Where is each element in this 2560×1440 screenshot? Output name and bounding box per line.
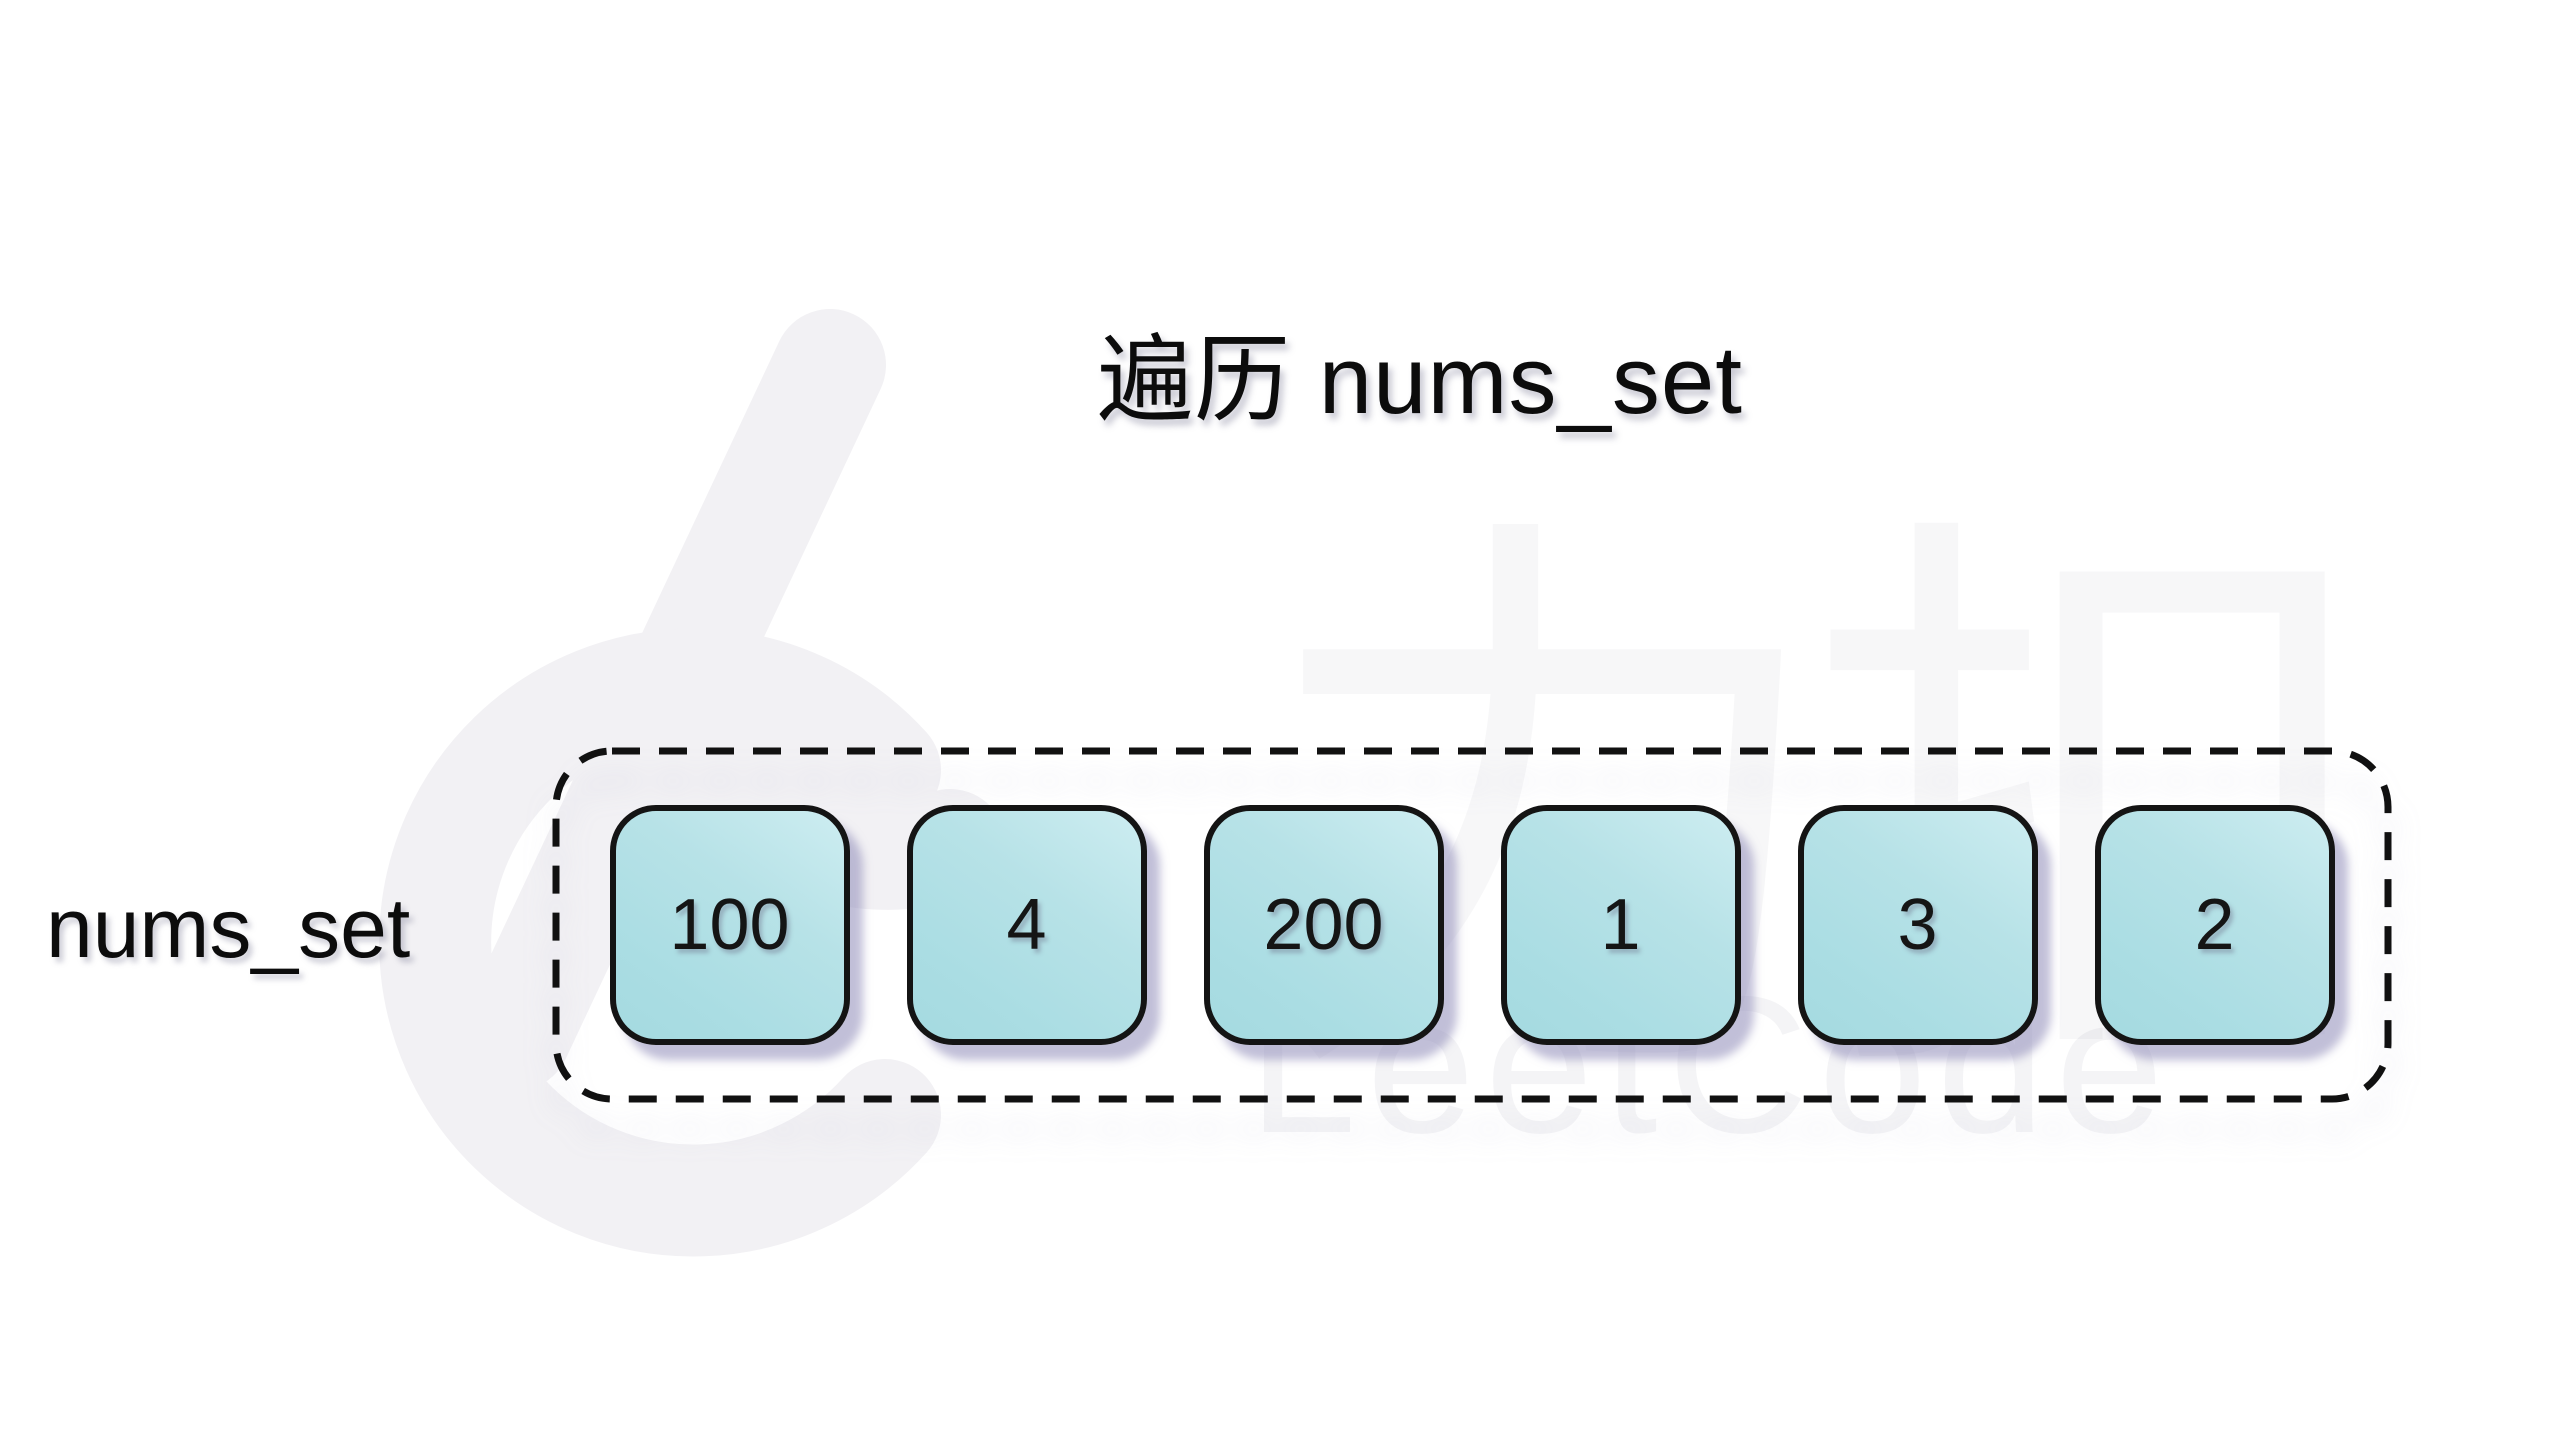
set-item-box: 4 [906, 805, 1147, 1045]
set-item-box: 1 [1500, 805, 1741, 1045]
set-item-box: 3 [1797, 805, 2038, 1045]
set-item-value: 2 [2194, 885, 2235, 965]
dashed-border [552, 747, 2392, 1103]
set-item-box: 200 [1203, 805, 1444, 1045]
set-item-box: 100 [609, 805, 850, 1045]
set-item-value: 100 [669, 885, 790, 965]
boxes-row: 100 4 200 1 3 2 [552, 747, 2392, 1103]
diagram-title: 遍历 nums_set [1097, 327, 1743, 434]
set-item-value: 1 [1600, 885, 1641, 965]
set-item-value: 200 [1263, 885, 1384, 965]
set-item-value: 3 [1897, 885, 1938, 965]
set-label: nums_set [46, 881, 411, 975]
nums-set-container: 100 4 200 1 3 2 [552, 747, 2392, 1103]
set-item-value: 4 [1006, 885, 1047, 965]
set-item-box: 2 [2094, 805, 2335, 1045]
